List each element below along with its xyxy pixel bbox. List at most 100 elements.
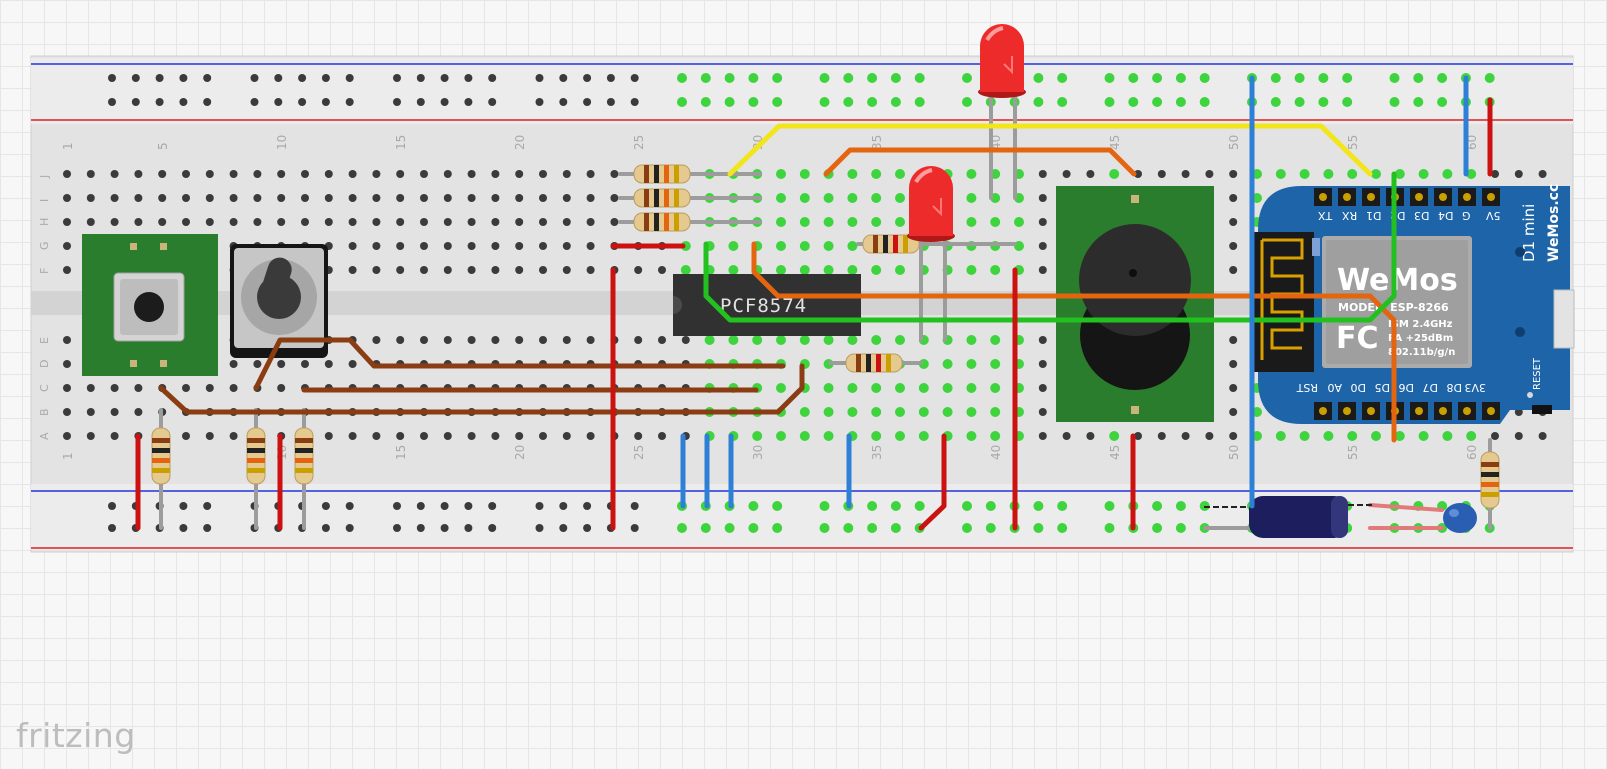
hole[interactable] <box>277 194 286 202</box>
hole[interactable] <box>134 218 143 226</box>
hole[interactable] <box>229 432 238 440</box>
hole[interactable] <box>586 218 595 226</box>
hole[interactable] <box>823 407 834 417</box>
hole[interactable] <box>491 242 500 250</box>
rail-hole[interactable] <box>1270 97 1281 107</box>
hole[interactable] <box>799 407 810 417</box>
resistor[interactable] <box>294 427 314 485</box>
rail-hole[interactable] <box>108 74 116 82</box>
hole[interactable] <box>63 408 71 416</box>
rail-hole[interactable] <box>867 97 878 107</box>
rail-hole[interactable] <box>559 98 568 106</box>
hole[interactable] <box>396 242 405 250</box>
rail-hole[interactable] <box>583 524 592 532</box>
hole[interactable] <box>1442 169 1453 179</box>
hole[interactable] <box>420 194 428 202</box>
rail-hole[interactable] <box>819 97 830 107</box>
hole[interactable] <box>1038 194 1047 202</box>
hole[interactable] <box>443 266 452 274</box>
hole[interactable] <box>182 194 190 202</box>
rail-hole[interactable] <box>203 98 212 106</box>
hole[interactable] <box>895 431 905 441</box>
rail-hole[interactable] <box>416 74 425 82</box>
hole[interactable] <box>253 194 262 202</box>
rail-hole[interactable] <box>843 73 854 83</box>
hole[interactable] <box>515 218 524 226</box>
hole[interactable] <box>918 383 929 393</box>
hole[interactable] <box>1038 336 1047 344</box>
hole[interactable] <box>158 170 167 178</box>
hole[interactable] <box>324 432 333 440</box>
hole[interactable] <box>63 266 71 274</box>
buzzer-module[interactable] <box>1056 186 1214 422</box>
rail-hole[interactable] <box>867 501 878 511</box>
rail-hole[interactable] <box>464 74 473 82</box>
rail-hole[interactable] <box>108 98 116 106</box>
hole[interactable] <box>942 359 953 369</box>
hole[interactable] <box>823 335 834 345</box>
hole[interactable] <box>895 407 905 417</box>
hole[interactable] <box>1109 169 1120 179</box>
rail-hole[interactable] <box>464 524 473 532</box>
wemos-d1-mini[interactable]: WeMos MODEL: ESP-8266 FC ISM 2.4GHz PA +… <box>1252 184 1575 424</box>
rail-hole[interactable] <box>321 502 330 510</box>
hole[interactable] <box>586 432 595 440</box>
hole[interactable] <box>110 432 119 440</box>
rail-hole[interactable] <box>1270 73 1281 83</box>
rail-hole[interactable] <box>131 74 140 82</box>
rail-hole[interactable] <box>1199 97 1210 107</box>
hole[interactable] <box>562 242 571 250</box>
rail-hole[interactable] <box>914 97 925 107</box>
rail-hole[interactable] <box>1294 97 1305 107</box>
rail-hole[interactable] <box>700 97 711 107</box>
hole[interactable] <box>467 266 476 274</box>
rail-hole[interactable] <box>867 73 878 83</box>
hole[interactable] <box>847 169 858 179</box>
hole[interactable] <box>776 241 786 251</box>
hole[interactable] <box>1181 432 1190 440</box>
hole[interactable] <box>515 170 524 178</box>
hole[interactable] <box>562 432 571 440</box>
rail-hole[interactable] <box>321 524 330 532</box>
rail-hole[interactable] <box>1057 501 1068 511</box>
rail-hole[interactable] <box>179 98 188 106</box>
hole[interactable] <box>396 218 405 226</box>
hole[interactable] <box>372 336 381 344</box>
rail-hole[interactable] <box>298 98 307 106</box>
resistor[interactable] <box>633 188 691 208</box>
hole[interactable] <box>990 431 1001 441</box>
hole[interactable] <box>1323 431 1334 441</box>
hole[interactable] <box>467 432 476 440</box>
hole[interactable] <box>1229 194 1238 202</box>
hole[interactable] <box>1038 218 1047 226</box>
hole[interactable] <box>799 431 810 441</box>
hole[interactable] <box>1205 432 1214 440</box>
hole[interactable] <box>799 169 810 179</box>
reset-button[interactable] <box>1532 405 1552 414</box>
hole[interactable] <box>562 266 571 274</box>
rail-hole[interactable] <box>819 73 830 83</box>
hole[interactable] <box>63 432 71 440</box>
hole[interactable] <box>1038 242 1047 250</box>
rail-hole[interactable] <box>630 74 639 82</box>
hole[interactable] <box>515 336 524 344</box>
hole[interactable] <box>562 336 571 344</box>
hole[interactable] <box>277 384 286 392</box>
hole[interactable] <box>799 241 810 251</box>
rail-hole[interactable] <box>179 524 188 532</box>
hole[interactable] <box>1323 169 1334 179</box>
hole[interactable] <box>253 360 262 368</box>
hole[interactable] <box>443 218 452 226</box>
potentiometer[interactable] <box>230 244 328 358</box>
rail-hole[interactable] <box>772 97 783 107</box>
hole[interactable] <box>942 383 953 393</box>
rail-hole[interactable] <box>914 73 925 83</box>
hole[interactable] <box>752 335 763 345</box>
rail-hole[interactable] <box>1294 73 1305 83</box>
hole[interactable] <box>467 170 476 178</box>
rail-hole[interactable] <box>843 97 854 107</box>
hole[interactable] <box>918 407 929 417</box>
hole[interactable] <box>324 360 333 368</box>
hole[interactable] <box>110 408 119 416</box>
hole[interactable] <box>301 218 309 226</box>
